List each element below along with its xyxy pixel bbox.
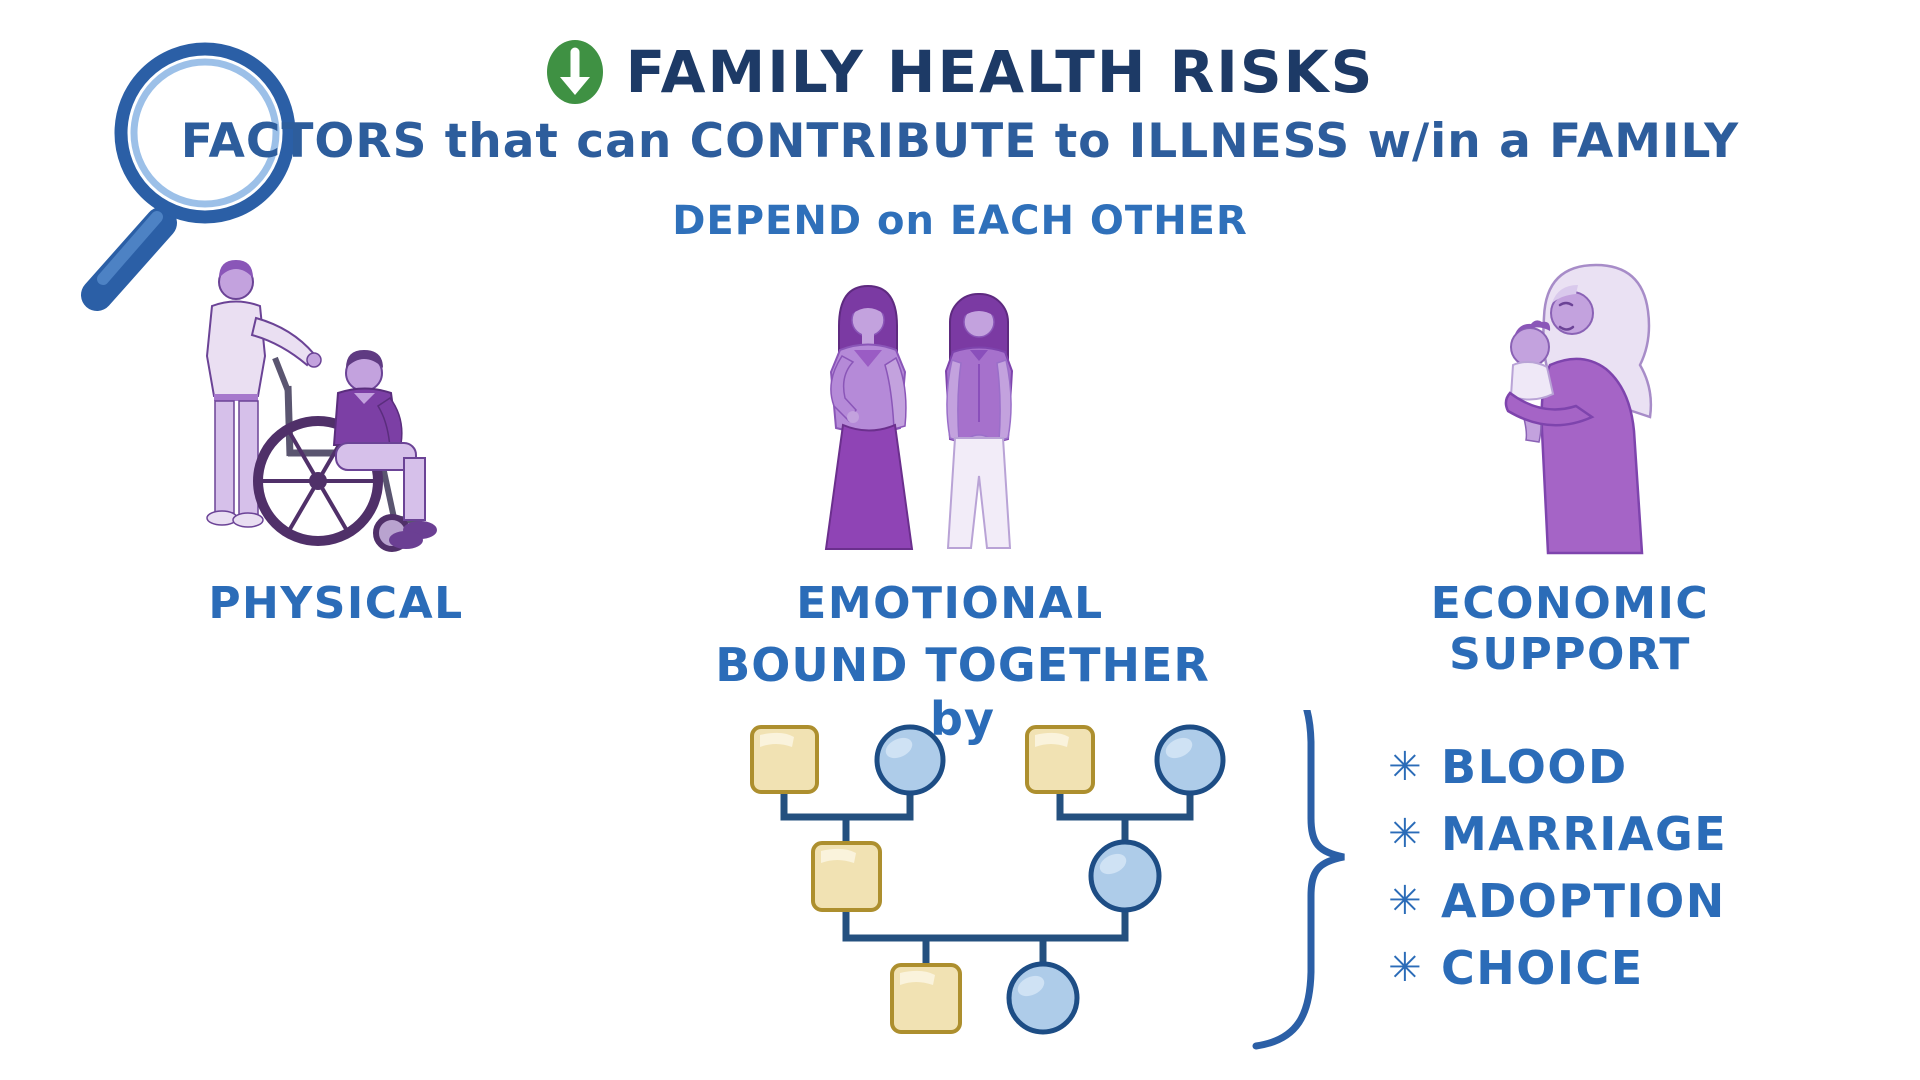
asterisk-icon: ✳ (1388, 744, 1424, 790)
list-item-marriage: ✳ MARRIAGE (1388, 807, 1727, 861)
mother-in-hijab (1540, 263, 1653, 555)
category-label-economic-support: ECONOMIC SUPPORT (1430, 578, 1710, 680)
female-circle (1006, 961, 1080, 1035)
family-tree-nodes (750, 724, 1226, 1035)
header: FAMILY HEALTH RISKS (0, 38, 1920, 106)
list-item-label: MARRIAGE (1441, 807, 1728, 861)
woman-long-hair (944, 293, 1014, 549)
asterisk-icon: ✳ (1388, 811, 1424, 857)
two-women-illustration (824, 284, 1014, 550)
category-label-physical: PHYSICAL (208, 578, 464, 629)
asterisk-icon: ✳ (1388, 945, 1424, 991)
woman-bob-hair (824, 284, 914, 550)
category-label-emotional: EMOTIONAL (796, 578, 1104, 629)
curly-brace (1252, 710, 1345, 1050)
list-item-blood: ✳ BLOOD (1388, 740, 1727, 794)
standing-man (205, 260, 322, 528)
wheelchair-illustration (205, 260, 437, 552)
list-item-label: BLOOD (1441, 740, 1628, 794)
list-item-label: CHOICE (1441, 941, 1644, 995)
bound-together-heading: BOUND TOGETHER by (715, 638, 1210, 746)
bound-by-list: ✳ BLOOD ✳ MARRIAGE ✳ ADOPTION ✳ CHOICE (1388, 740, 1727, 995)
magnifying-glass-icon (81, 42, 296, 311)
mother-arm (1504, 391, 1595, 427)
page-title: FAMILY HEALTH RISKS (625, 38, 1375, 106)
list-item-adoption: ✳ ADOPTION (1388, 874, 1727, 928)
list-item-choice: ✳ CHOICE (1388, 941, 1727, 995)
list-item-label: ADOPTION (1441, 874, 1726, 928)
subtitle: FACTORS that can CONTRIBUTE to ILLNESS w… (180, 114, 1740, 169)
tagline: DEPEND on EACH OTHER (672, 198, 1248, 244)
seated-man (332, 350, 437, 549)
family-tree-diagram (750, 710, 1345, 1050)
down-arrow-icon (546, 40, 603, 104)
female-circle (1088, 839, 1162, 913)
asterisk-icon: ✳ (1388, 878, 1424, 924)
mother-and-baby-illustration (1504, 263, 1653, 555)
